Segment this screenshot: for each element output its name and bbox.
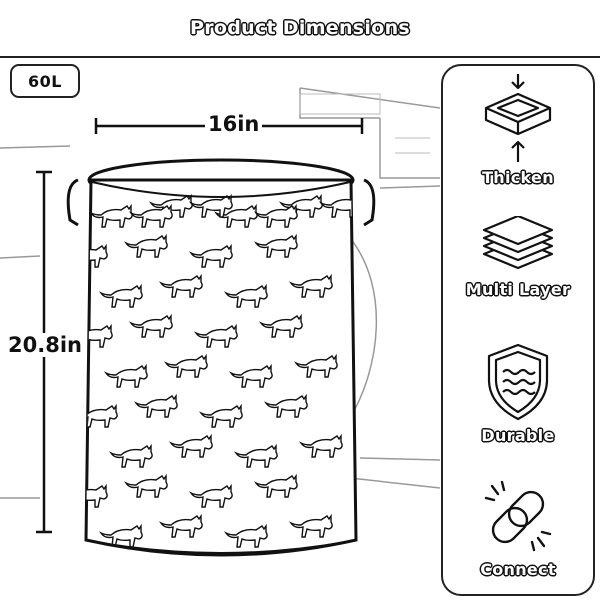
layers-icon bbox=[482, 216, 554, 270]
height-dimension-label: 20.8in bbox=[6, 333, 84, 357]
chain-link-icon bbox=[484, 480, 552, 552]
width-dimension-label: 16in bbox=[205, 112, 263, 136]
background-sketch bbox=[0, 87, 440, 499]
feature-thicken: Thicken bbox=[443, 72, 593, 187]
shield-waves-icon bbox=[487, 343, 549, 421]
capacity-badge: 60L bbox=[10, 64, 80, 98]
feature-label: Durable bbox=[481, 426, 555, 445]
header-bar: Product Dimensions bbox=[0, 0, 600, 58]
feature-connect: Connect bbox=[443, 476, 593, 579]
features-panel: Thicken Multi Layer Durable bbox=[441, 64, 595, 596]
feature-durable: Durable bbox=[443, 342, 593, 445]
page-title: Product Dimensions bbox=[189, 17, 411, 39]
feature-label: Thicken bbox=[482, 168, 554, 187]
feature-multi-layer: Multi Layer bbox=[443, 216, 593, 299]
thicken-icon bbox=[484, 74, 552, 162]
feature-label: Connect bbox=[480, 560, 556, 579]
laundry-hamper-image bbox=[66, 158, 376, 557]
feature-label: Multi Layer bbox=[465, 280, 571, 299]
